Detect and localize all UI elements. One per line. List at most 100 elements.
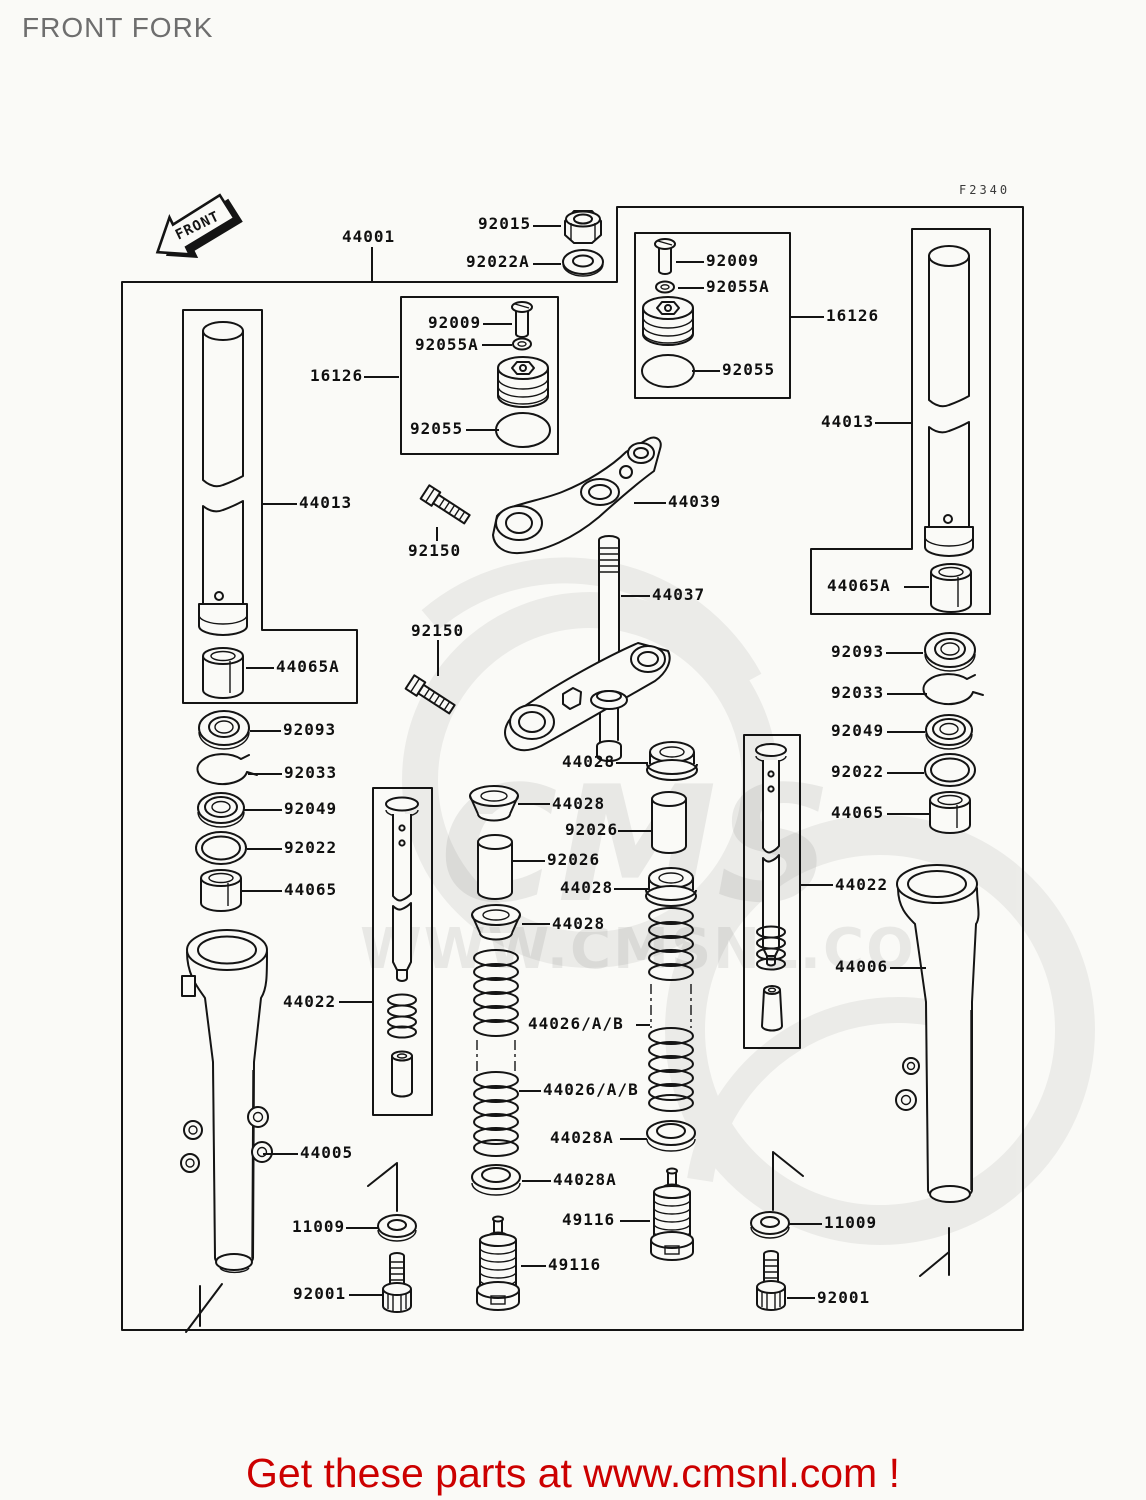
part-valve-assy-left (476, 1215, 520, 1311)
part-steering-nut (564, 210, 602, 244)
part-label-44013: 44013 (821, 412, 875, 431)
part-upper-triple-clamp (492, 436, 662, 555)
part-cylinder-92026-right (651, 791, 687, 854)
diagram-border (121, 206, 1024, 1331)
leader-line (875, 422, 911, 424)
part-label-92055a: 92055A (415, 335, 479, 354)
part-steering-washer (562, 249, 604, 277)
spring-break-left (476, 1040, 516, 1074)
leader-line (634, 502, 666, 504)
part-label-44005: 44005 (300, 1143, 354, 1162)
part-fork-spring-right-lower (648, 1027, 694, 1112)
part-guide-bushing-left (202, 647, 244, 699)
footer-link[interactable]: Get these parts at www.cmsnl.com ! (246, 1450, 900, 1496)
part-label-92055: 92055 (410, 419, 464, 438)
part-label-16126: 16126 (826, 306, 880, 325)
part-inner-tube-left (198, 321, 248, 636)
group-box-44022-right (743, 734, 801, 1049)
part-damper-rod-right (755, 743, 787, 967)
part-label-92055: 92055 (722, 360, 776, 379)
leader-line (787, 1297, 815, 1299)
leader-line (346, 1227, 378, 1229)
part-clamp-bolt-lower (404, 674, 456, 715)
leader-line (887, 693, 927, 695)
part-washer-left (377, 1214, 417, 1242)
page-title: FRONT FORK (22, 12, 214, 43)
leader-line (887, 731, 925, 733)
part-ring-right (924, 753, 976, 787)
part-rebound-spring-left (387, 993, 417, 1039)
part-label-44037: 44037 (652, 585, 706, 604)
group-box-right-tube (810, 228, 991, 615)
part-label-92026: 92026 (565, 820, 619, 839)
leader-line (788, 1223, 822, 1225)
leader-line (801, 884, 833, 886)
leader-line (466, 429, 499, 431)
leader-line (513, 860, 545, 862)
leader-line (482, 344, 512, 346)
leader-line (250, 730, 281, 732)
part-label-44065a: 44065A (276, 657, 340, 676)
part-label-92150: 92150 (408, 541, 462, 560)
leader-line (483, 323, 512, 325)
part-label-92093: 92093 (831, 642, 885, 661)
part-bushing-left (200, 869, 242, 912)
part-oil-seal-left (197, 792, 245, 828)
leader-line (522, 1180, 551, 1182)
leader-line (616, 762, 648, 764)
check-mark-washer-right (772, 1151, 804, 1211)
leader-line (890, 967, 926, 969)
leader-line (791, 316, 824, 318)
leader-line (518, 803, 550, 805)
part-dust-seal-left (198, 710, 250, 750)
part-spring-seat-right (646, 1120, 696, 1152)
part-label-44022: 44022 (835, 875, 889, 894)
part-spring-guide-2 (469, 785, 519, 822)
group-box-44022-left (372, 787, 433, 1116)
leader-line (246, 667, 274, 669)
part-label-44028: 44028 (552, 794, 606, 813)
leader-line (620, 1220, 650, 1222)
leader-line (244, 809, 282, 811)
leader-line (887, 772, 924, 774)
part-lower-triple-clamp (504, 642, 671, 752)
leader-line (364, 376, 399, 378)
part-label-92026: 92026 (547, 850, 601, 869)
part-label-92022a: 92022A (466, 252, 530, 271)
part-label-49116: 49116 (548, 1255, 602, 1274)
part-label-92015: 92015 (478, 214, 532, 233)
part-cylinder-92026-left (477, 834, 513, 900)
part-label-11009: 11009 (824, 1213, 878, 1232)
part-label-44013: 44013 (299, 493, 353, 512)
part-label-49116: 49116 (562, 1210, 616, 1229)
leader-line (242, 890, 282, 892)
part-oring-small-right (655, 280, 675, 294)
part-label-44028: 44028 (560, 878, 614, 897)
part-label-92093: 92093 (283, 720, 337, 739)
part-label-44065: 44065 (831, 803, 885, 822)
part-valve-assy-right (650, 1167, 694, 1261)
part-spring-guide-1 (646, 741, 698, 781)
part-label-92055a: 92055A (706, 277, 770, 296)
part-base-piece-left (391, 1050, 413, 1098)
part-label-92033: 92033 (284, 763, 338, 782)
leader-line (676, 261, 704, 263)
part-drain-bolt-right (756, 1250, 786, 1311)
leader-line (247, 848, 282, 850)
part-fork-spring-left-lower (473, 1071, 519, 1157)
part-outer-tube-left (180, 929, 273, 1274)
leader-line (887, 813, 929, 815)
part-label-92022: 92022 (284, 838, 338, 857)
part-label-16126: 16126 (310, 366, 364, 385)
leader-line (692, 370, 720, 372)
part-label-92022: 92022 (831, 762, 885, 781)
part-air-valve-right (654, 238, 676, 294)
part-label-92001: 92001 (817, 1288, 871, 1307)
leader-line (621, 595, 650, 597)
part-label-92150: 92150 (411, 621, 465, 640)
leader-line (678, 287, 704, 289)
part-label-92033: 92033 (831, 683, 885, 702)
part-dust-seal-right (924, 632, 976, 672)
